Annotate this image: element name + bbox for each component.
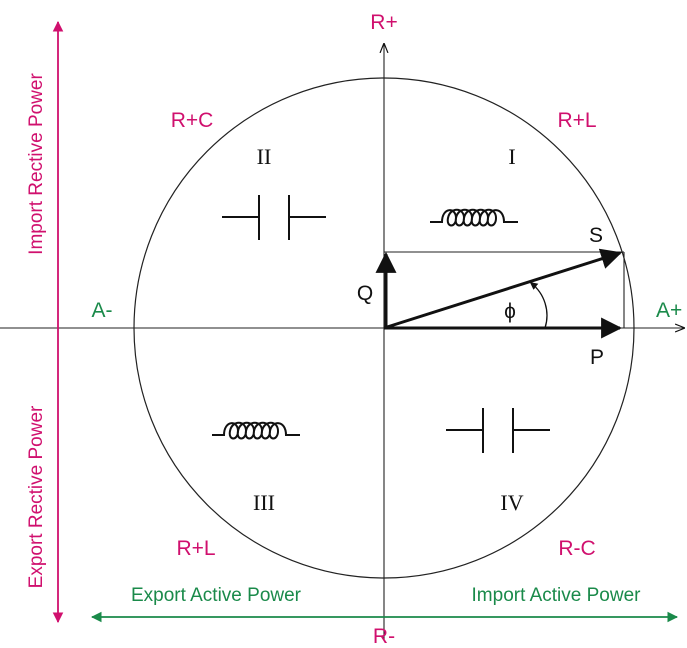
quadrant-3-numeral: III [253, 490, 275, 515]
inductor-icon [212, 421, 300, 440]
capacitor-icon [446, 408, 550, 453]
phi-label: ϕ [504, 300, 516, 323]
axis-label-r-minus: R- [373, 625, 395, 648]
import-reactive-label: Import Rective Power [26, 73, 47, 255]
axis-label-a-plus: A+ [656, 299, 682, 322]
capacitor-icon [222, 195, 326, 240]
vector-p-label: P [590, 346, 604, 369]
inductor-icon [430, 208, 518, 227]
axis-label-a-minus: A- [92, 299, 113, 322]
export-active-label: Export Active Power [131, 585, 302, 606]
quadrant-2-corner-label: R+C [171, 109, 214, 132]
quadrant-4-numeral: IV [500, 490, 523, 515]
quadrant-3-corner-label: R+L [176, 537, 215, 560]
vector-q-label: Q [357, 282, 373, 305]
quadrant-1-corner-label: R+L [557, 109, 596, 132]
import-active-label: Import Active Power [472, 585, 642, 606]
quadrant-2-numeral: II [257, 144, 272, 169]
quadrant-4-corner-label: R-C [558, 537, 595, 560]
phi-angle-arc [529, 282, 548, 329]
quadrant-1-numeral: I [508, 144, 515, 169]
axis-label-r-plus: R+ [370, 11, 397, 34]
vector-s-label: S [589, 224, 603, 247]
vector-s-arrow [383, 248, 623, 330]
export-reactive-label: Export Rective Power [26, 405, 47, 588]
